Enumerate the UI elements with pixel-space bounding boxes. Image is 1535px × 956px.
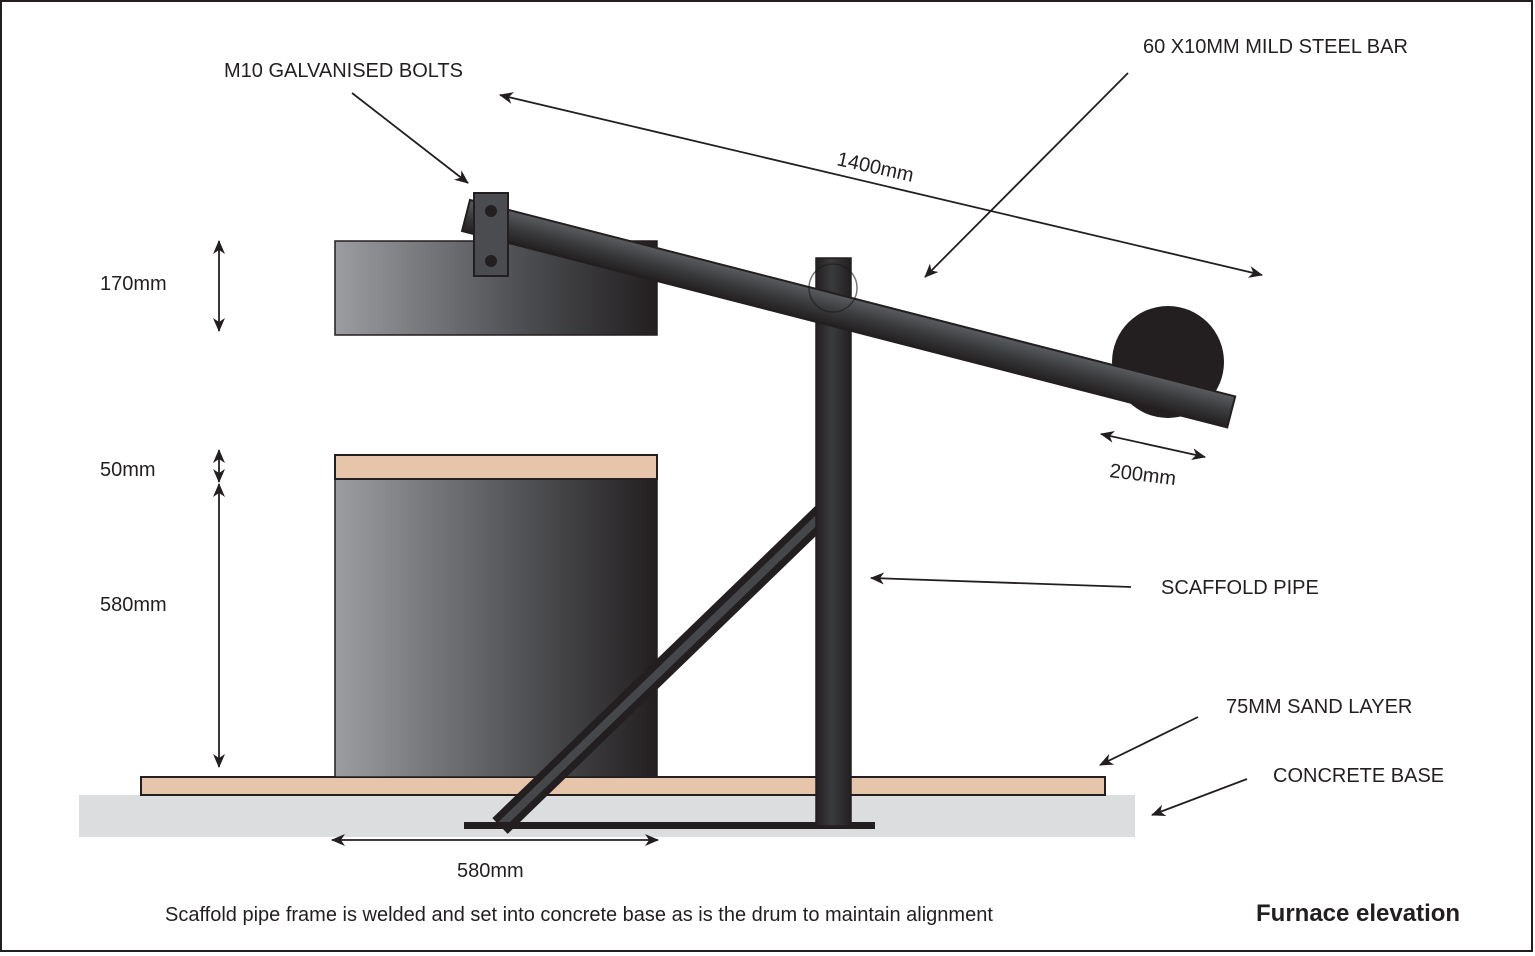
bar-length-dimension [499, 92, 1263, 278]
bolts-label: M10 GALVANISED BOLTS [224, 60, 463, 82]
sand-height-label: 50mm [100, 459, 156, 481]
lid-height-label: 170mm [100, 273, 167, 295]
sand-layer-label: 75MM SAND LAYER [1226, 696, 1412, 718]
diagonal-brace-highlight [497, 507, 830, 829]
drum-height-label: 580mm [100, 594, 167, 616]
bar-length-label: 1400mm [835, 148, 916, 186]
bolt-top [485, 205, 497, 217]
scaffold-pipe-leader [870, 572, 1132, 588]
weight-diameter-label: 200mm [1108, 460, 1177, 490]
caption: Scaffold pipe frame is welded and set in… [165, 904, 993, 926]
base-plate [464, 822, 875, 829]
drum-width-label: 580mm [457, 860, 524, 882]
concrete-base-label: CONCRETE BASE [1273, 765, 1444, 787]
concrete-base [79, 795, 1135, 837]
drum-sand-top [334, 454, 658, 480]
weight-diameter-dimension [1100, 430, 1206, 461]
scaffold-pipe-label: SCAFFOLD PIPE [1161, 577, 1319, 599]
scaffold-pipe [815, 257, 852, 827]
bolt-bottom [485, 255, 497, 267]
concrete-base-leader [1151, 778, 1248, 817]
sand-layer-leader [1099, 716, 1199, 766]
diagram-title: Furnace elevation [1256, 900, 1460, 927]
bar-leader [924, 72, 1129, 278]
bar-label: 60 X10MM MILD STEEL BAR [1143, 36, 1408, 58]
sand-layer [140, 776, 1106, 796]
bolts-leader [351, 92, 469, 184]
